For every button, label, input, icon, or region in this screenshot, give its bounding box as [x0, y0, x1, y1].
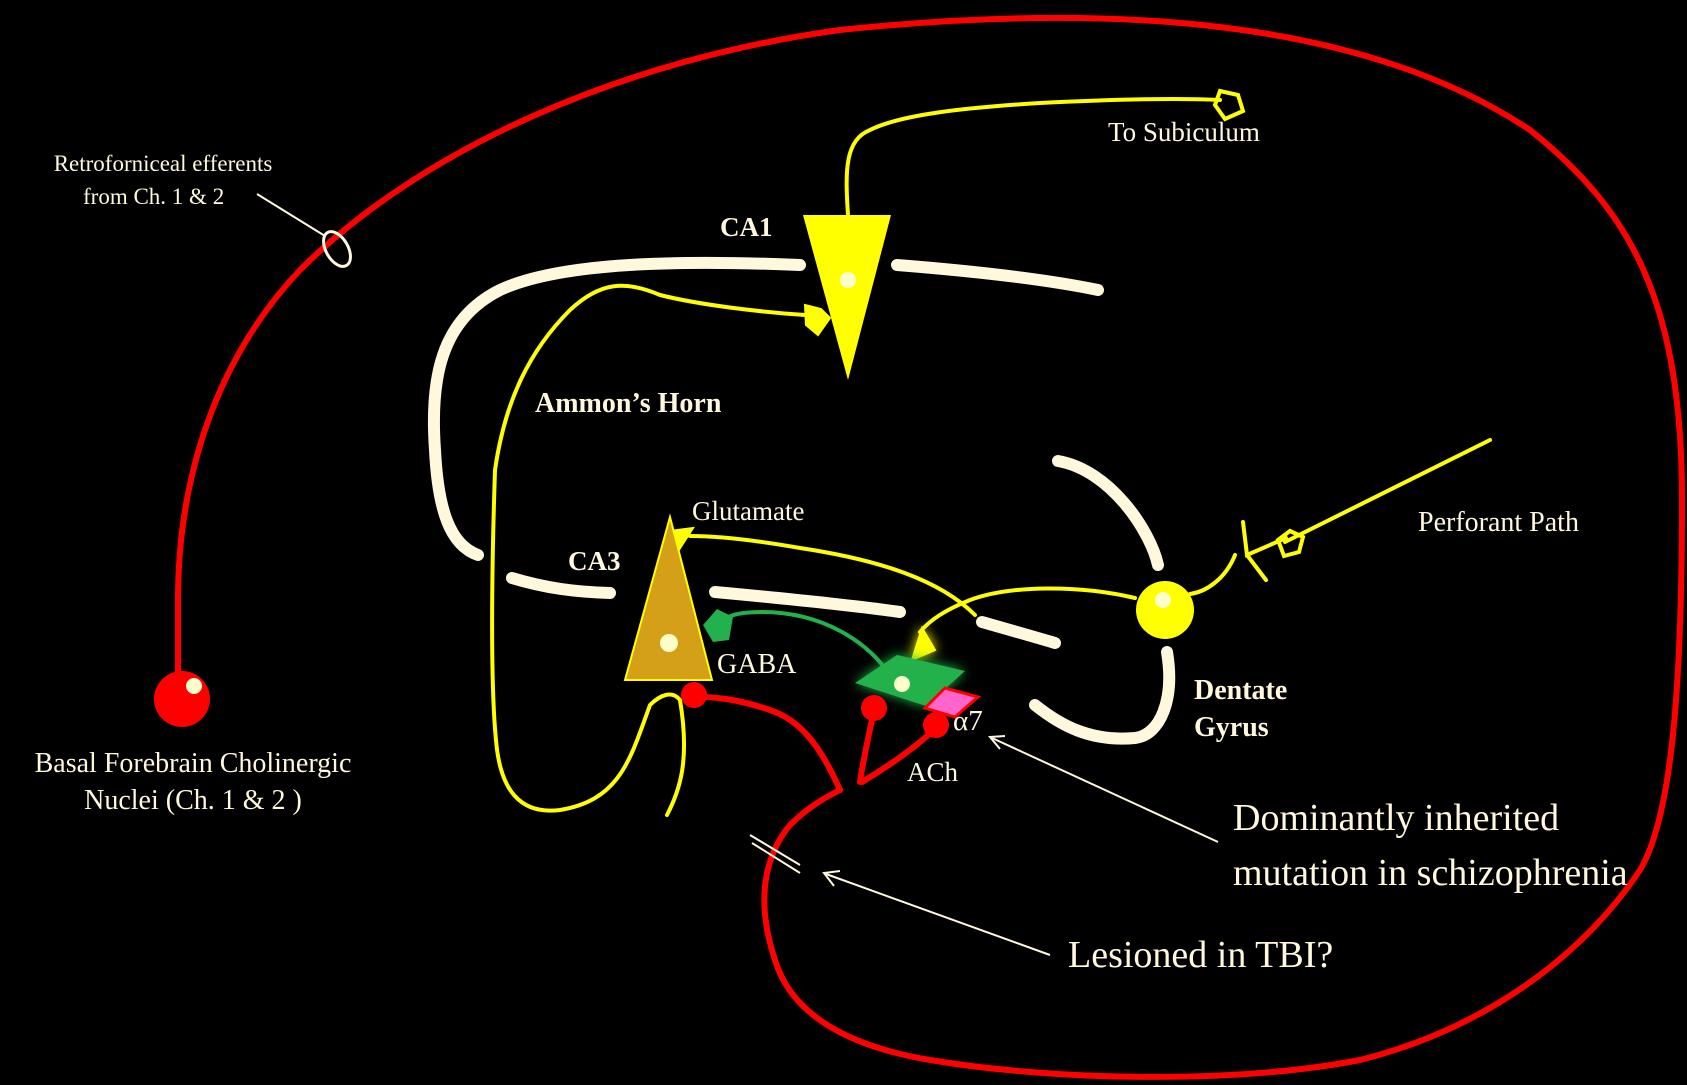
gaba-terminal: [703, 609, 733, 642]
ca1-pyramidal-cell: [803, 215, 891, 380]
glutamate-terminals: [1215, 91, 1303, 556]
retro-label-line2: from Ch. 1 & 2: [83, 184, 224, 209]
dentate-granule-cell: [1136, 581, 1194, 639]
glutamate-label: Glutamate: [692, 496, 804, 526]
ach-terminal-alpha7: [923, 712, 949, 738]
lesion-arrow: [826, 874, 1050, 955]
ach-branch-ca3: [698, 697, 840, 790]
perforant-terminal: [1278, 531, 1303, 556]
perforant-fork: [1243, 522, 1286, 580]
subiculum-label: To Subiculum: [1108, 117, 1260, 147]
ca1-layer-right: [897, 265, 1098, 290]
retroforniceal-fiber: [178, 18, 1682, 1077]
dentate-upper: [1058, 461, 1158, 565]
ach-label: ACh: [907, 757, 959, 787]
ca3-layer-right: [715, 592, 900, 612]
dentate-lower: [1035, 652, 1169, 739]
gaba-label: GABA: [717, 649, 797, 680]
retro-label-line1: Retroforniceal efferents: [54, 151, 273, 176]
cholinergic-neuron: [154, 671, 210, 727]
ca3-label: CA3: [568, 546, 621, 576]
ach-terminal-ca3: [681, 682, 707, 708]
ca3-pyramidal-cell: [625, 517, 712, 680]
subiculum-terminal: [1215, 91, 1243, 119]
schaffer-collateral: [492, 286, 805, 815]
dentate-label-line2: Gyrus: [1194, 712, 1269, 743]
cholinergic-fibers: [178, 18, 1682, 1077]
alpha7-label: α7: [953, 705, 983, 737]
ammons-horn-label: Ammon’s Horn: [535, 388, 722, 419]
basal-forebrain-line2: Nuclei (Ch. 1 & 2 ): [84, 785, 302, 816]
ach-terminal-interneuron: [861, 695, 887, 721]
dg-output: [1190, 555, 1235, 594]
lesion-label: Lesioned in TBI?: [1068, 934, 1333, 976]
perforant-path-label: Perforant Path: [1418, 507, 1579, 538]
ca1-label: CA1: [720, 212, 773, 242]
ca3-layer-end: [982, 622, 1055, 643]
mutation-label-line2: mutation in schizophrenia: [1233, 852, 1628, 894]
mutation-arrow: [992, 738, 1218, 842]
ca1-synapse: [805, 305, 830, 335]
ca3-layer-left: [512, 578, 610, 593]
basal-forebrain-line1: Basal Forebrain Cholinergic: [35, 748, 352, 779]
interneuron-synapse: [912, 628, 935, 660]
glutamatergic-fibers: [492, 99, 1490, 815]
dentate-label-line1: Dentate: [1194, 675, 1287, 706]
mutation-label-line1: Dominantly inherited: [1233, 797, 1559, 839]
